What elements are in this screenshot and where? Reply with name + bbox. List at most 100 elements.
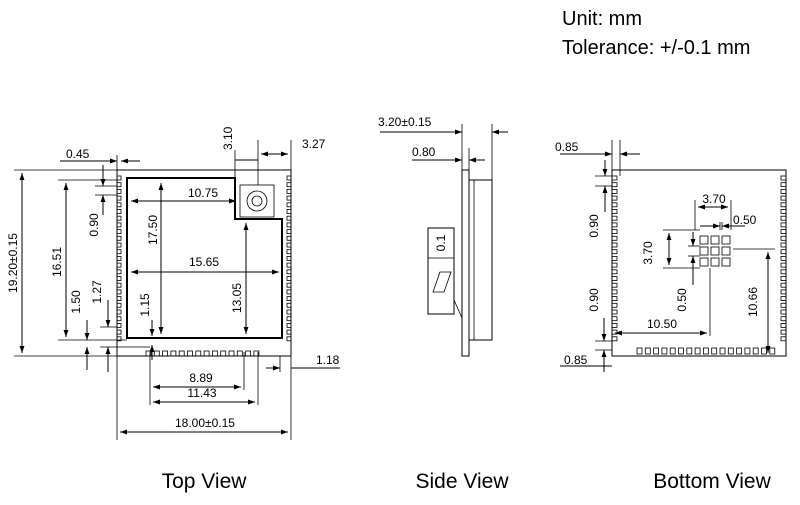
bottom-view: 0.85 3.70 0.50 0.90 3.70 0.90 0.50 10.66… [555, 140, 787, 493]
dim-050-h: 0.50 [733, 213, 757, 227]
bottom-pad [611, 195, 618, 201]
castellated-pad [116, 188, 122, 194]
bottom-pad [780, 255, 787, 261]
castellated-pad [286, 188, 292, 194]
castellated-pad [286, 235, 292, 241]
castellated-pad [153, 350, 160, 357]
dim-320: 3.20±0.15 [378, 115, 432, 129]
side-view: 3.20±0.15 0.80 0.1 Side View [378, 115, 509, 493]
castellated-pad [116, 316, 122, 322]
bottom-pad [611, 188, 618, 194]
castellated-pad [116, 175, 122, 181]
castellated-pad [116, 322, 122, 328]
castellated-pad [116, 202, 122, 208]
castellated-pad [145, 350, 152, 357]
castellated-pad [116, 276, 122, 281]
bottom-pad [736, 347, 742, 355]
thermal-pad [710, 257, 720, 267]
castellated-pad [286, 309, 292, 315]
bottom-pad [727, 347, 734, 355]
castellated-pad [116, 329, 122, 335]
dim-1920: 19.20±0.15 [6, 233, 20, 293]
castellated-pad [116, 262, 122, 268]
bottom-pad [636, 347, 643, 355]
bottom-pad [611, 255, 618, 261]
bottom-right-pads [780, 175, 787, 342]
castellated-pad [286, 249, 292, 255]
castellated-pad [286, 282, 292, 288]
dim-1066: 10.66 [746, 287, 760, 317]
castellated-pad [203, 350, 210, 357]
dim-1075: 10.75 [188, 186, 218, 200]
dim-310: 3.10 [221, 126, 235, 150]
bottom-pad [611, 182, 618, 188]
bottom-pad [780, 209, 787, 214]
bottom-pad [661, 347, 668, 355]
bottom-pad [780, 282, 787, 288]
bottom-pad [611, 289, 618, 295]
dim-1800: 18.00±0.15 [175, 416, 235, 430]
thermal-pad [710, 235, 720, 245]
bottom-pad [611, 316, 618, 322]
castellated-pad [116, 242, 122, 248]
bottom-pad [703, 347, 709, 355]
bottom-pad [719, 347, 726, 355]
dim-370-v: 3.70 [641, 241, 655, 265]
top-view: 0.45 3.10 3.27 19.20±0.15 16.51 0.90 17.… [6, 126, 340, 493]
dim-370-h: 3.70 [702, 192, 726, 206]
center-pad-grid [699, 235, 731, 267]
left-castellated-pads [116, 175, 122, 342]
bottom-outline [611, 169, 787, 357]
dim-1143: 11.43 [187, 386, 216, 400]
bottom-pad [752, 347, 759, 355]
bottom-pad [780, 302, 787, 308]
dim-115: 1.15 [138, 293, 152, 317]
right-castellated-pads [286, 175, 292, 342]
castellated-pad [116, 229, 122, 235]
castellated-pad [162, 350, 169, 357]
bottom-pad [644, 347, 651, 355]
castellated-pad [236, 350, 243, 357]
bottom-pad [611, 249, 618, 255]
castellated-pad [116, 289, 122, 295]
connector-pin [251, 195, 263, 207]
castellated-pad [286, 302, 292, 308]
bottom-pad [780, 222, 787, 228]
flatness-symbol [432, 271, 452, 293]
castellated-pad [116, 282, 122, 288]
castellated-pad [286, 255, 292, 261]
bottom-pad [611, 229, 618, 235]
dim-889: 8.89 [189, 371, 213, 385]
castellated-pad [116, 302, 122, 308]
bottom-edge-pads [636, 347, 776, 355]
bottom-pad [611, 235, 618, 241]
thermal-pad [699, 235, 709, 245]
thermal-pad [699, 257, 709, 267]
castellated-pad [286, 229, 292, 235]
dim-127: 1.27 [90, 280, 104, 304]
castellated-pad [286, 195, 292, 201]
bottom-pad [611, 282, 618, 288]
castellated-pad [286, 289, 292, 295]
bottom-pad [780, 269, 787, 275]
bottom-pad [611, 202, 618, 208]
side-shield [469, 179, 493, 341]
castellated-pad [286, 296, 292, 302]
castellated-pad [228, 350, 235, 357]
castellated-pad [211, 350, 218, 357]
antenna-connector [239, 184, 275, 218]
bottom-pad [780, 229, 787, 235]
bottom-pad [780, 309, 787, 315]
castellated-pad [286, 222, 292, 228]
dim-1750: 17.50 [146, 215, 160, 245]
dim-085-top: 0.85 [555, 140, 579, 154]
castellated-pad [116, 336, 122, 342]
dim-045: 0.45 [66, 147, 90, 161]
castellated-pad [116, 222, 122, 228]
bottom-pad [611, 175, 618, 181]
dim-090-bottom: 0.90 [587, 288, 601, 312]
bottom-pad [780, 188, 787, 194]
bottom-castellated-pads [145, 350, 260, 357]
